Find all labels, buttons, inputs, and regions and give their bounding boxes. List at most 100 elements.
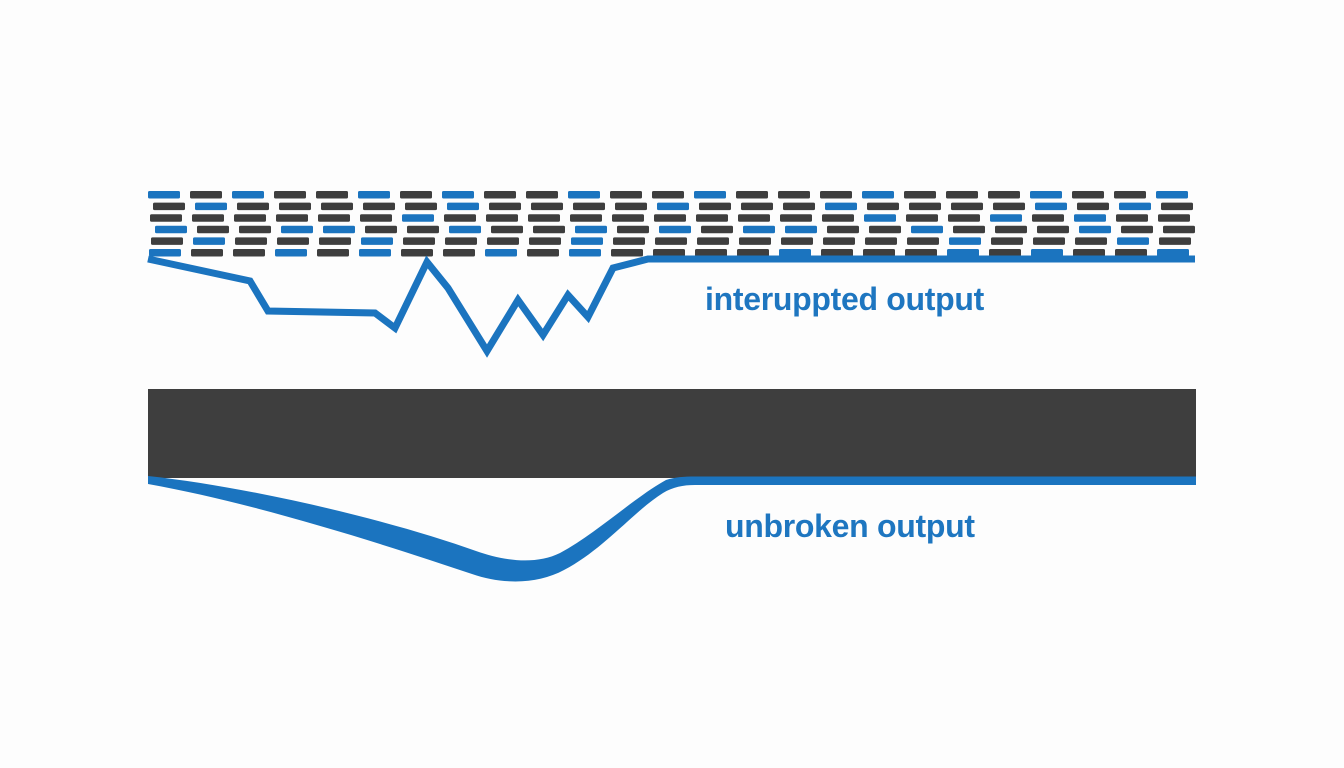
band-dash [148, 191, 180, 199]
band-dash [193, 237, 225, 245]
band-dash [155, 225, 187, 234]
band-dash [319, 237, 351, 245]
band-dash [442, 191, 474, 199]
band-dash [1073, 249, 1105, 257]
band-dash [1072, 191, 1104, 199]
band-dash [1075, 237, 1107, 245]
band-dash [863, 249, 895, 257]
band-dash [783, 202, 815, 211]
band-dash [864, 214, 896, 222]
band-dash [990, 214, 1022, 222]
band-dash [778, 191, 810, 199]
band-dash [401, 249, 433, 257]
band-dash [274, 191, 306, 199]
band-dash [613, 237, 645, 245]
band-dash [904, 191, 936, 199]
band-dash [1159, 237, 1191, 245]
band-dash [947, 249, 979, 257]
band-dash [1030, 191, 1062, 199]
band-dash [402, 214, 434, 222]
band-dash [1033, 237, 1065, 245]
band-dash [862, 191, 894, 199]
band-dash [275, 249, 307, 257]
band-dash [827, 225, 859, 234]
band-dash [407, 225, 439, 234]
band-dash [615, 202, 647, 211]
band-dash [655, 237, 687, 245]
band-dash [988, 191, 1020, 199]
band-dash [612, 214, 644, 222]
band-dash [949, 237, 981, 245]
band-dash [1079, 225, 1111, 234]
band-dash [953, 225, 985, 234]
band-dash [1163, 225, 1195, 234]
band-dash [316, 191, 348, 199]
band-dash [531, 202, 563, 211]
band-dash [239, 225, 271, 234]
band-dash [149, 249, 181, 257]
band-dash [991, 237, 1023, 245]
band-dash [195, 202, 227, 211]
band-dash [1161, 202, 1193, 211]
band-dash [486, 214, 518, 222]
interrupted-line [147, 255, 1195, 358]
band-dash [443, 249, 475, 257]
band-dash [821, 249, 853, 257]
band-dash [654, 214, 686, 222]
band-dash [696, 214, 728, 222]
unbroken-curve [148, 476, 1196, 582]
band-dash [697, 237, 729, 245]
band-dash [363, 202, 395, 211]
band-dash [951, 202, 983, 211]
band-dash [1115, 249, 1147, 257]
band-dash [907, 237, 939, 245]
band-dash [484, 191, 516, 199]
band-dash [191, 249, 223, 257]
band-dash [909, 202, 941, 211]
band-dash [533, 225, 565, 234]
band-dash [736, 191, 768, 199]
band-dash [571, 237, 603, 245]
band-dash [529, 237, 561, 245]
band-dash [779, 249, 811, 257]
band-dash [281, 225, 313, 234]
band-dash [911, 225, 943, 234]
band-dash [528, 214, 560, 222]
band-dash [617, 225, 649, 234]
band-dash [485, 249, 517, 257]
band-dash [652, 191, 684, 199]
band-dash [277, 237, 309, 245]
band-dash [1032, 214, 1064, 222]
band-dash [1156, 191, 1188, 199]
band-dash [151, 237, 183, 245]
band-dash [948, 214, 980, 222]
band-dash [232, 191, 264, 199]
interrupted-output-label: interuppted output [705, 281, 984, 317]
band-dash [575, 225, 607, 234]
band-dash [695, 249, 727, 257]
band-dash [659, 225, 691, 234]
band-dash [445, 237, 477, 245]
band-dash [276, 214, 308, 222]
band-dash [905, 249, 937, 257]
band-dash [865, 237, 897, 245]
band-dash [989, 249, 1021, 257]
band-dash [1119, 202, 1151, 211]
band-dash [569, 249, 601, 257]
band-dash [568, 191, 600, 199]
band-dash [153, 202, 185, 211]
band-dash [653, 249, 685, 257]
band-dash [1117, 237, 1149, 245]
band-dash [1035, 202, 1067, 211]
band-dash [400, 191, 432, 199]
band-dash [780, 214, 812, 222]
band-dash [699, 202, 731, 211]
band-dash [610, 191, 642, 199]
band-dash [1121, 225, 1153, 234]
band-dash [993, 202, 1025, 211]
band-dash [823, 237, 855, 245]
band-dash [694, 191, 726, 199]
band-dash [361, 237, 393, 245]
